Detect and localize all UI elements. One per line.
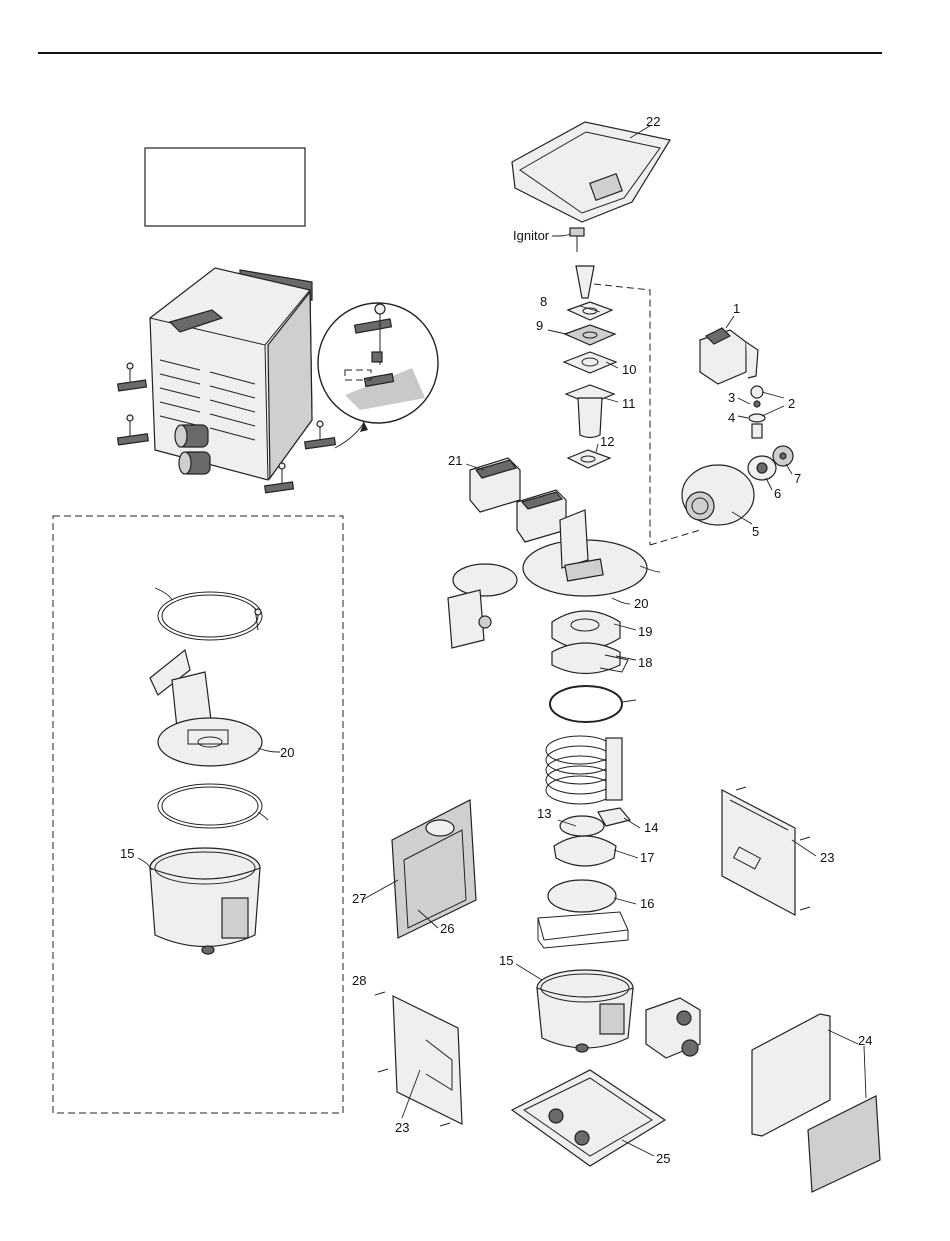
label-28: 28 [352,973,366,988]
top-cover [512,122,670,222]
oring-3 [754,401,760,407]
heat-exchanger-14 [546,736,630,826]
ignitor-part [552,228,584,252]
gasket-7 [773,446,793,466]
gasket-10 [564,352,616,373]
label-2: 2 [788,396,795,411]
gas-valve-1 [700,328,758,384]
label-6: 6 [774,486,781,501]
water-manifold [646,998,700,1058]
label-13: 13 [537,806,551,821]
label-8: 8 [540,294,547,309]
base-pan-25 [512,1070,665,1166]
label-17: 17 [640,850,654,865]
side-panel-26-27 [392,800,476,938]
vent-adapter-21 [470,458,520,512]
label-27: 27 [352,891,366,906]
label-19: 19 [638,624,652,639]
label-9: 9 [536,318,543,333]
insulation-16 [538,880,628,948]
label-23-right: 23 [820,850,834,865]
label-21: 21 [448,453,462,468]
label-24: 24 [858,1033,872,1048]
gasket-8 [568,302,612,320]
label-12: 12 [600,434,614,449]
label-14: 14 [644,820,658,835]
vent-adapter-mounted [517,490,566,542]
gasket-12 [568,450,610,468]
label-10: 10 [622,362,636,377]
label-16: 16 [640,896,654,911]
label-ignitor: Ignitor [513,228,550,243]
label-18: 18 [638,655,652,670]
part-13 [560,816,604,836]
detail-circle [318,303,438,423]
label-1: 1 [733,301,740,316]
washer-4 [749,414,765,422]
inset-box [53,516,343,1113]
label-25: 25 [656,1151,670,1166]
label-11: 11 [622,396,636,411]
burner-tube [576,266,594,298]
fitting-2 [751,386,763,398]
blower-housing [448,564,517,648]
label-23-left: 23 [395,1120,409,1135]
insulation-17 [554,836,616,866]
side-panel-23-right [722,790,795,915]
title-box [145,148,305,226]
side-panel-23-left [393,996,462,1124]
orifice-6 [748,456,776,480]
label-5: 5 [752,524,759,539]
label-3: 3 [728,390,735,405]
burner-11 [566,385,614,438]
label-26: 26 [440,921,454,936]
inset-parts [138,588,280,954]
refractory-18 [552,643,628,674]
label-15-inset: 15 [120,846,134,861]
flange-9 [565,325,615,345]
blower-5 [682,465,754,525]
combustion-chamber-15 [537,970,633,1052]
label-4: 4 [728,410,735,425]
label-20: 20 [634,596,648,611]
label-15-center: 15 [499,953,513,968]
oring-gasket [550,686,622,722]
label-20-inset: 20 [280,745,294,760]
label-22: 22 [646,114,660,129]
label-7: 7 [794,471,801,486]
